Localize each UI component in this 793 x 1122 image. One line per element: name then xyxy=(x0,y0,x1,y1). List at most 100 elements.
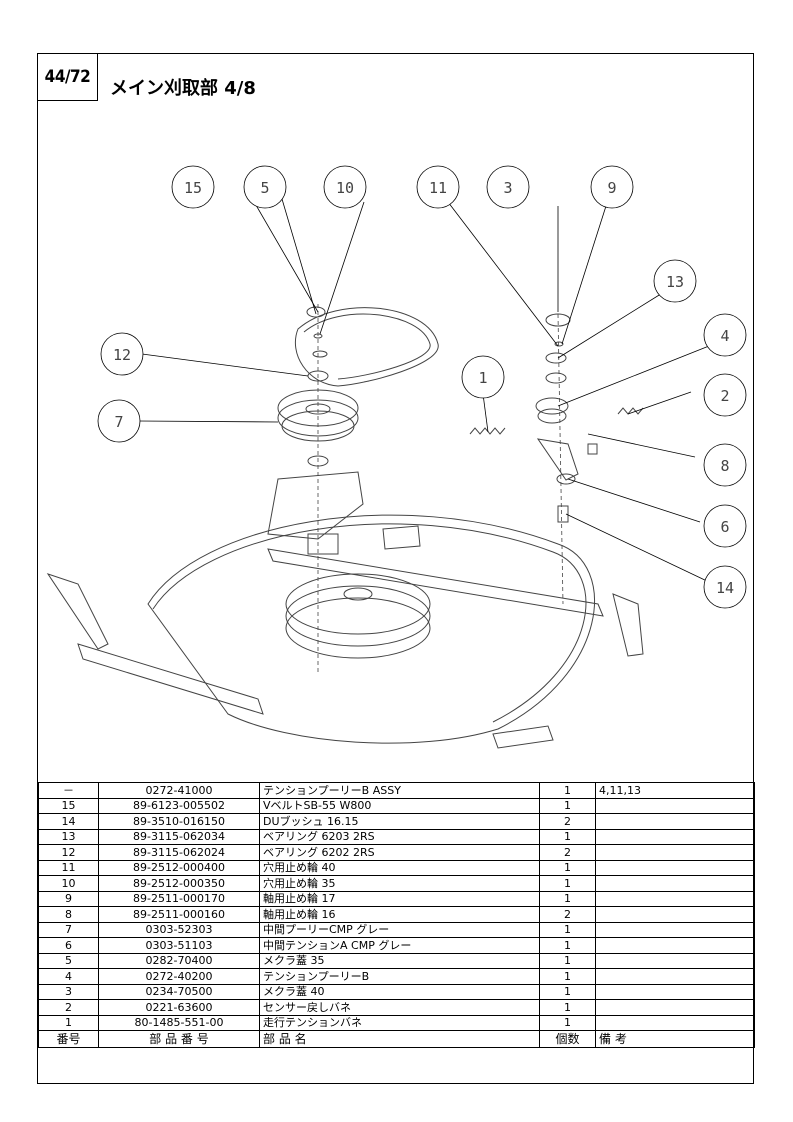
parts-table-header: 番号 部 品 番 号 部 品 名 個数 備 考 xyxy=(38,1030,755,1048)
cell-number: 11 xyxy=(38,859,99,876)
cell-part-name: DUブッシュ 16.15 xyxy=(259,813,540,830)
callout-4: 4 xyxy=(720,327,729,345)
column-header-part-number: 部 品 番 号 xyxy=(98,1030,260,1048)
cell-part-number: 0272-41000 xyxy=(98,782,260,799)
cell-part-number: 89-6123-005502 xyxy=(98,797,260,814)
cell-remarks xyxy=(595,999,755,1016)
callout-1: 1 xyxy=(478,369,487,387)
column-header-quantity: 個数 xyxy=(539,1030,596,1048)
callout-9: 9 xyxy=(607,179,616,197)
callout-8: 8 xyxy=(720,457,729,475)
cell-part-number: 89-3115-062034 xyxy=(98,828,260,845)
cell-number: 6 xyxy=(38,937,99,954)
page-title: メイン刈取部 4/8 xyxy=(110,78,256,99)
cell-part-number: 0234-70500 xyxy=(98,983,260,1000)
cell-remarks xyxy=(595,813,755,830)
cell-part-name: 穴用止め輪 35 xyxy=(259,875,540,892)
cell-quantity: 1 xyxy=(539,782,596,799)
cell-remarks: 4,11,13 xyxy=(595,782,755,799)
callout-14: 14 xyxy=(716,579,734,597)
cell-number: 9 xyxy=(38,890,99,907)
cell-quantity: 1 xyxy=(539,797,596,814)
cell-part-number: 0303-52303 xyxy=(98,921,260,938)
cell-part-name: 走行テンションバネ xyxy=(259,1014,540,1031)
cell-remarks xyxy=(595,1014,755,1031)
cell-part-number: 0282-70400 xyxy=(98,952,260,969)
cell-remarks xyxy=(595,890,755,907)
cell-quantity: 1 xyxy=(539,828,596,845)
callout-3: 3 xyxy=(503,179,512,197)
cell-quantity: 1 xyxy=(539,983,596,1000)
cell-number: － xyxy=(38,782,99,799)
cell-quantity: 1 xyxy=(539,921,596,938)
cell-quantity: 1 xyxy=(539,890,596,907)
callout-13: 13 xyxy=(666,273,684,291)
cell-number: 10 xyxy=(38,875,99,892)
cell-remarks xyxy=(595,968,755,985)
page-number: 44/72 xyxy=(38,54,98,101)
cell-number: 7 xyxy=(38,921,99,938)
cell-part-number: 0272-40200 xyxy=(98,968,260,985)
column-header-number: 番号 xyxy=(38,1030,99,1048)
cell-quantity: 1 xyxy=(539,937,596,954)
cell-number: 13 xyxy=(38,828,99,845)
cell-number: 12 xyxy=(38,844,99,861)
cell-part-number: 89-2511-000170 xyxy=(98,890,260,907)
cell-part-name: テンションプーリーB ASSY xyxy=(259,782,540,799)
cell-number: 4 xyxy=(38,968,99,985)
cell-part-number: 89-2512-000400 xyxy=(98,859,260,876)
column-header-remarks: 備 考 xyxy=(595,1030,755,1048)
cell-remarks xyxy=(595,797,755,814)
cell-part-name: VベルトSB-55 W800 xyxy=(259,797,540,814)
callout-15: 15 xyxy=(184,179,202,197)
cell-part-name: メクラ蓋 40 xyxy=(259,983,540,1000)
cell-remarks xyxy=(595,937,755,954)
cell-number: 15 xyxy=(38,797,99,814)
cell-part-number: 89-3115-062024 xyxy=(98,844,260,861)
cell-remarks xyxy=(595,875,755,892)
cell-part-name: メクラ蓋 35 xyxy=(259,952,540,969)
cell-number: 2 xyxy=(38,999,99,1016)
cell-remarks xyxy=(595,844,755,861)
callout-6: 6 xyxy=(720,518,729,536)
cell-part-number: 89-2511-000160 xyxy=(98,906,260,923)
cell-number: 14 xyxy=(38,813,99,830)
cell-part-number: 89-2512-000350 xyxy=(98,875,260,892)
cell-part-number: 0221-63600 xyxy=(98,999,260,1016)
cell-quantity: 1 xyxy=(539,875,596,892)
cell-quantity: 1 xyxy=(539,999,596,1016)
cell-part-name: センサー戻しバネ xyxy=(259,999,540,1016)
cell-quantity: 2 xyxy=(539,813,596,830)
cell-part-number: 0303-51103 xyxy=(98,937,260,954)
cell-part-name: 穴用止め輪 40 xyxy=(259,859,540,876)
cell-quantity: 1 xyxy=(539,952,596,969)
cell-part-number: 89-3510-016150 xyxy=(98,813,260,830)
exploded-parts-diagram: 15 5 10 11 3 9 13 4 2 8 6 14 12 7 1 xyxy=(46,165,747,749)
cell-number: 8 xyxy=(38,906,99,923)
cell-part-name: 軸用止め輪 16 xyxy=(259,906,540,923)
cell-remarks xyxy=(595,828,755,845)
cell-part-name: 軸用止め輪 17 xyxy=(259,890,540,907)
cell-number: 3 xyxy=(38,983,99,1000)
cell-part-name: テンションプーリーB xyxy=(259,968,540,985)
cell-number: 1 xyxy=(38,1014,99,1031)
cell-part-number: 80-1485-551-00 xyxy=(98,1014,260,1031)
callout-10: 10 xyxy=(336,179,354,197)
